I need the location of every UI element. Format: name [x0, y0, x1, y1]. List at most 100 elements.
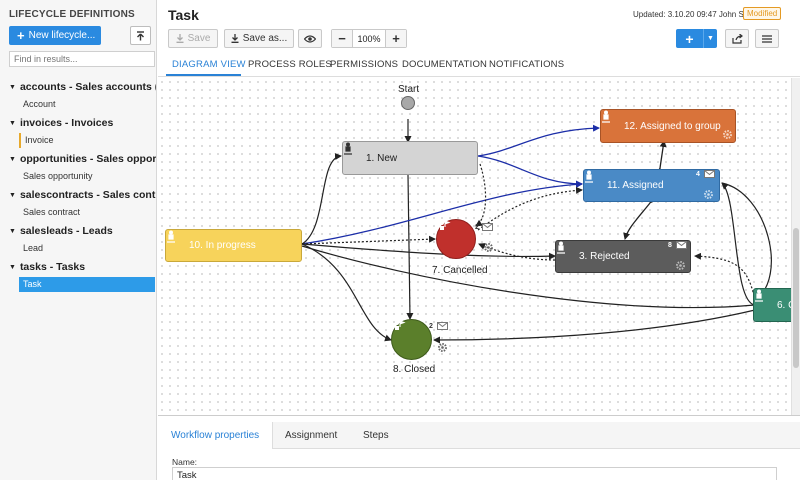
notification-count: 2 [429, 323, 433, 330]
diagram-canvas[interactable]: Start 1. New 12. Assigned to group 11. A… [158, 78, 800, 415]
preview-button[interactable] [298, 29, 322, 48]
tab-process-roles[interactable]: PROCESS ROLES [248, 59, 332, 70]
transition-progress-rejected [301, 243, 556, 260]
collapse-all-button[interactable] [130, 26, 151, 45]
lifecycle-tree: ▼accounts - Sales accounts (customers) A… [0, 78, 157, 294]
sidebar-title: LIFECYCLE DEFINITIONS [9, 9, 135, 20]
tree-group-label: salesleads - Leads [19, 225, 113, 237]
state-in-progress[interactable]: 10. In progress [165, 229, 302, 262]
transition-6-assigned [721, 182, 756, 306]
tree-group-header[interactable]: ▼tasks - Tasks [9, 261, 156, 273]
tree-group-header[interactable]: ▼invoices - Invoices [9, 117, 156, 129]
transition-assigned-rejected [623, 196, 657, 240]
save-button[interactable]: Save [168, 29, 218, 48]
tree-item-lead[interactable]: Lead [23, 243, 44, 253]
menu-button[interactable] [755, 29, 779, 48]
caret-down-icon: ▼ [9, 156, 16, 163]
export-button[interactable] [725, 29, 749, 48]
properties-tabs: Workflow properties Assignment Steps [158, 422, 800, 449]
transition-assigned-group [655, 140, 667, 175]
notification-count: 4 [696, 171, 700, 178]
state-closed[interactable] [391, 319, 432, 360]
updated-by: John Smith [718, 10, 759, 19]
tree-group-header[interactable]: ▼accounts - Sales accounts (customers) [9, 81, 156, 93]
transition-progress-cancelled [301, 235, 436, 245]
state-rejected[interactable]: 3. Rejected [555, 240, 691, 273]
chevron-down-icon[interactable]: ▼ [707, 35, 714, 42]
download-icon [231, 34, 239, 43]
tab-notifications[interactable]: NOTIFICATIONS [489, 59, 565, 70]
active-tab-indicator [166, 74, 241, 76]
canvas-scrollbar[interactable] [791, 78, 800, 415]
tab-steps[interactable]: Steps [363, 430, 389, 441]
hamburger-icon [762, 34, 772, 43]
transition-cancelled-assigned [477, 186, 583, 231]
transition-6-rejected [694, 252, 756, 301]
tree-group-label: salescontracts - Sales contracts [19, 189, 156, 201]
state-new[interactable]: 1. New [342, 141, 478, 175]
start-node[interactable] [401, 96, 415, 110]
state-cancelled[interactable] [436, 219, 476, 259]
tree-group-tasks: ▼tasks - Tasks Task [0, 258, 157, 294]
state-closed-label: 8. Closed [393, 364, 436, 375]
start-label: Start [398, 84, 420, 95]
caret-down-icon: ▼ [9, 84, 16, 91]
tab-diagram-view[interactable]: DIAGRAM VIEW [172, 59, 246, 70]
scrollbar-thumb[interactable] [793, 228, 799, 368]
download-icon [176, 34, 184, 43]
zoom-out-button[interactable]: − [332, 30, 352, 47]
caret-down-icon: ▼ [9, 228, 16, 235]
state-assigned-group-label: 12. Assigned to group [624, 120, 721, 132]
view-tabs: DIAGRAM VIEW PROCESS ROLES PERMISSIONS D… [158, 55, 800, 77]
tab-permissions[interactable]: PERMISSIONS [330, 59, 399, 70]
state-assigned-to-group[interactable]: 12. Assigned to group [600, 109, 736, 143]
tree-group-header[interactable]: ▼salesleads - Leads [9, 225, 156, 237]
tree-group-label: invoices - Invoices [19, 117, 114, 129]
tree-group-opportunities: ▼opportunities - Sales opportunities Sal… [0, 150, 157, 186]
name-field[interactable]: Task [172, 467, 777, 480]
caret-down-icon: ▼ [9, 192, 16, 199]
tree-group-label: opportunities - Sales opportunities [19, 153, 156, 165]
transition-new-assigned [477, 155, 583, 188]
flag-user-icon [395, 320, 406, 330]
tree-group-accounts: ▼accounts - Sales accounts (customers) A… [0, 78, 157, 114]
tree-group-salesleads: ▼salesleads - Leads Lead [0, 222, 157, 258]
transition-new-assigned-group [477, 124, 600, 157]
tree-item-task[interactable]: Task [19, 277, 155, 292]
transition-new-cancelled [475, 163, 487, 227]
caret-down-icon: ▼ [9, 264, 16, 271]
tree-group-header[interactable]: ▼salescontracts - Sales contracts [9, 189, 156, 201]
zoom-level: 100% [352, 30, 386, 47]
tree-group-header[interactable]: ▼opportunities - Sales opportunities [9, 153, 156, 165]
state-in-progress-label: 10. In progress [189, 240, 256, 251]
state-6-label: 6. C [777, 299, 796, 311]
new-lifecycle-label: New lifecycle... [28, 30, 96, 41]
page-title: Task [168, 7, 199, 23]
tree-item-sales-contract[interactable]: Sales contract [23, 207, 81, 217]
tree-item-account[interactable]: Account [23, 99, 56, 109]
notification-count: 8 [668, 242, 672, 249]
state-new-label: 1. New [366, 152, 398, 164]
sidebar: LIFECYCLE DEFINITIONS + New lifecycle...… [0, 0, 157, 480]
tab-assignment[interactable]: Assignment [285, 430, 338, 441]
tree-item-sales-opportunity[interactable]: Sales opportunity [23, 171, 93, 181]
plus-icon: + [676, 29, 704, 48]
zoom-in-button[interactable]: + [386, 30, 406, 47]
state-cancelled-label: 7. Cancelled [432, 265, 488, 276]
transition-new-closed [406, 174, 414, 320]
notification-count: 2 [475, 224, 479, 231]
caret-down-icon: ▼ [9, 120, 16, 127]
tab-documentation[interactable]: DOCUMENTATION [402, 59, 488, 70]
tree-item-invoice[interactable]: Invoice [19, 133, 155, 148]
eye-icon [304, 34, 316, 43]
name-label: Name: [172, 457, 198, 467]
state-assigned[interactable]: 11. Assigned [583, 169, 720, 202]
new-lifecycle-button[interactable]: + New lifecycle... [9, 26, 101, 45]
add-state-button[interactable]: + ▼ [676, 29, 717, 48]
save-as-button[interactable]: Save as... [224, 29, 294, 48]
transition-progress-new [301, 153, 342, 245]
flag-user-icon [440, 220, 451, 230]
tree-group-label: accounts - Sales accounts (customers) [19, 81, 156, 93]
search-input[interactable] [9, 51, 155, 67]
tab-workflow-properties[interactable]: Workflow properties [158, 422, 274, 449]
